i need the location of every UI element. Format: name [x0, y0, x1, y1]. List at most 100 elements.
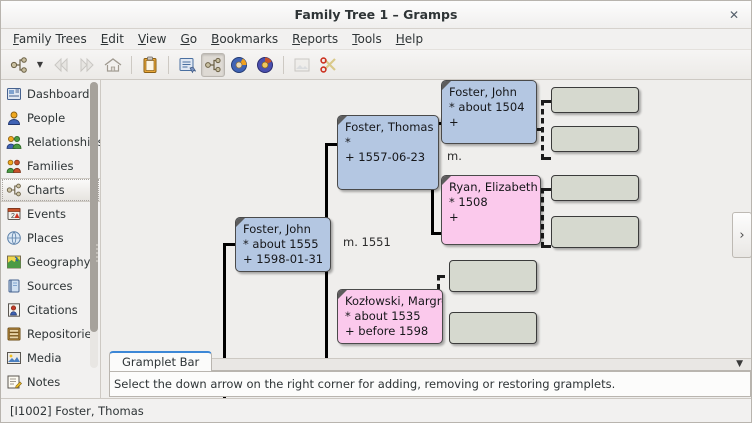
sidebar-item-label: Relationships [27, 135, 101, 149]
empty-person-box[interactable] [449, 260, 537, 292]
person-name: Kozłowski, Margret [345, 294, 443, 308]
person-birth: * 1508 [449, 195, 488, 209]
sidebar-item-sources[interactable]: Sources [1, 274, 100, 298]
window-title: Family Tree 1 – Gramps [294, 7, 458, 22]
sidebar-item-charts[interactable]: Charts [1, 178, 100, 202]
menu-family-trees[interactable]: Family Trees [13, 32, 87, 46]
person-birth: * [345, 135, 351, 149]
title-bar: Family Tree 1 – Gramps ✕ [1, 1, 751, 29]
back-arrow-icon [49, 53, 73, 77]
places-icon [6, 230, 22, 246]
toolbar: ▼ [1, 50, 751, 80]
chart-canvas[interactable]: Foster, John * about 1555 + 1598-01-31 F… [101, 80, 751, 398]
chart-area: Foster, John * about 1555 + 1598-01-31 F… [101, 80, 751, 398]
sidebar-item-repositories[interactable]: Repositories [1, 322, 100, 346]
person-name: Ryan, Elizabeth [449, 180, 538, 194]
sidebar-item-label: Media [27, 351, 62, 365]
person-death: + [449, 115, 459, 129]
gramplet-tabstrip: Gramplet Bar ▼ [109, 351, 751, 372]
empty-person-box[interactable] [449, 312, 537, 344]
dashed-connector [541, 100, 551, 103]
menu-tools[interactable]: Tools [352, 32, 382, 46]
sidebar-scrollbar[interactable] [90, 82, 98, 368]
sidebar-item-people[interactable]: People [1, 106, 100, 130]
notes-icon [6, 374, 22, 390]
close-icon[interactable]: ✕ [728, 7, 740, 22]
dashboard-icon [6, 86, 22, 102]
dashed-connector [541, 157, 551, 160]
charts-icon [6, 182, 22, 198]
node-corner-marker [442, 81, 451, 90]
clipboard-icon[interactable] [138, 53, 162, 77]
reports-icon[interactable] [175, 53, 199, 77]
sidebar-item-places[interactable]: Places [1, 226, 100, 250]
node-corner-marker [442, 176, 451, 185]
sidebar-item-citations[interactable]: Citations [1, 298, 100, 322]
person-node[interactable]: Kozłowski, Margret * about 1535 + before… [337, 289, 443, 344]
menu-help[interactable]: Help [395, 32, 424, 46]
home-icon[interactable] [101, 53, 125, 77]
citations-icon [6, 302, 22, 318]
menu-bar: Family Trees Edit View Go Bookmarks Reports To… [1, 29, 751, 50]
fan-chart-descendant-icon[interactable] [253, 53, 277, 77]
connector-line [223, 243, 235, 246]
person-node[interactable]: Foster, Thomas * + 1557-06-23 [337, 115, 439, 190]
connector-line [325, 143, 337, 146]
sidebar-item-notes[interactable]: Notes [1, 370, 100, 394]
empty-person-box[interactable] [551, 175, 639, 201]
relationships-icon [6, 134, 22, 150]
menu-edit[interactable]: Edit [100, 32, 124, 46]
scissors-icon[interactable] [316, 53, 340, 77]
fan-chart-icon[interactable] [227, 53, 251, 77]
toolbar-separator [131, 55, 132, 74]
person-birth: * about 1504 [449, 100, 525, 114]
toolbar-separator [283, 55, 284, 74]
sidebar-item-media[interactable]: Media [1, 346, 100, 370]
sidebar-item-geography[interactable]: Geography [1, 250, 100, 274]
menu-bookmarks[interactable]: Bookmarks [211, 32, 279, 46]
person-node[interactable]: Foster, John * about 1555 + 1598-01-31 [235, 217, 331, 272]
person-death: + 1598-01-31 [243, 252, 324, 266]
sources-icon [6, 278, 22, 294]
gramplet-message-panel: Select the down arrow on the right corne… [109, 372, 751, 397]
tab-gramplet-bar[interactable]: Gramplet Bar [109, 351, 213, 371]
person-death: + before 1598 [345, 324, 429, 338]
media-icon [290, 53, 314, 77]
sidebar-item-label: Charts [27, 183, 65, 197]
chevron-down-icon[interactable]: ▼ [36, 60, 44, 69]
scroll-right-button[interactable]: › [732, 212, 751, 258]
menu-reports[interactable]: Reports [292, 32, 339, 46]
empty-person-box[interactable] [551, 126, 639, 152]
person-node[interactable]: Ryan, Elizabeth * 1508 + [441, 175, 541, 245]
sidebar-item-relationships[interactable]: Relationships [1, 130, 100, 154]
menu-go[interactable]: Go [180, 32, 198, 46]
person-tree-icon[interactable] [7, 53, 31, 77]
sidebar-item-dashboard[interactable]: Dashboard [1, 82, 100, 106]
families-icon [6, 158, 22, 174]
sidebar-item-label: People [27, 111, 66, 125]
person-name: Foster, John [449, 85, 517, 99]
menu-view[interactable]: View [137, 32, 167, 46]
empty-person-box[interactable] [551, 216, 639, 248]
events-icon: 2 [6, 206, 22, 222]
sidebar-item-label: Geography [27, 255, 91, 269]
chevron-down-icon[interactable]: ▼ [736, 359, 743, 369]
sidebar-drag-handle[interactable] [94, 240, 100, 266]
sidebar-item-label: Citations [27, 303, 78, 317]
empty-person-box[interactable] [551, 87, 639, 113]
person-node[interactable]: Foster, John * about 1504 + [441, 80, 537, 144]
gramplet-bar: Gramplet Bar ▼ Select the down arrow on … [109, 351, 751, 398]
dashed-connector [437, 275, 445, 278]
status-bar: [I1002] Foster, Thomas [1, 398, 751, 422]
sidebar-item-label: Repositories [27, 327, 98, 341]
connector-line [431, 232, 441, 235]
gramplet-message: Select the down arrow on the right corne… [114, 377, 616, 391]
person-birth: * about 1555 [243, 237, 319, 251]
person-death: + [449, 210, 459, 224]
sidebar-item-families[interactable]: Families [1, 154, 100, 178]
node-corner-marker [236, 218, 245, 227]
charts-icon[interactable] [201, 52, 225, 77]
sidebar-item-label: Families [27, 159, 74, 173]
